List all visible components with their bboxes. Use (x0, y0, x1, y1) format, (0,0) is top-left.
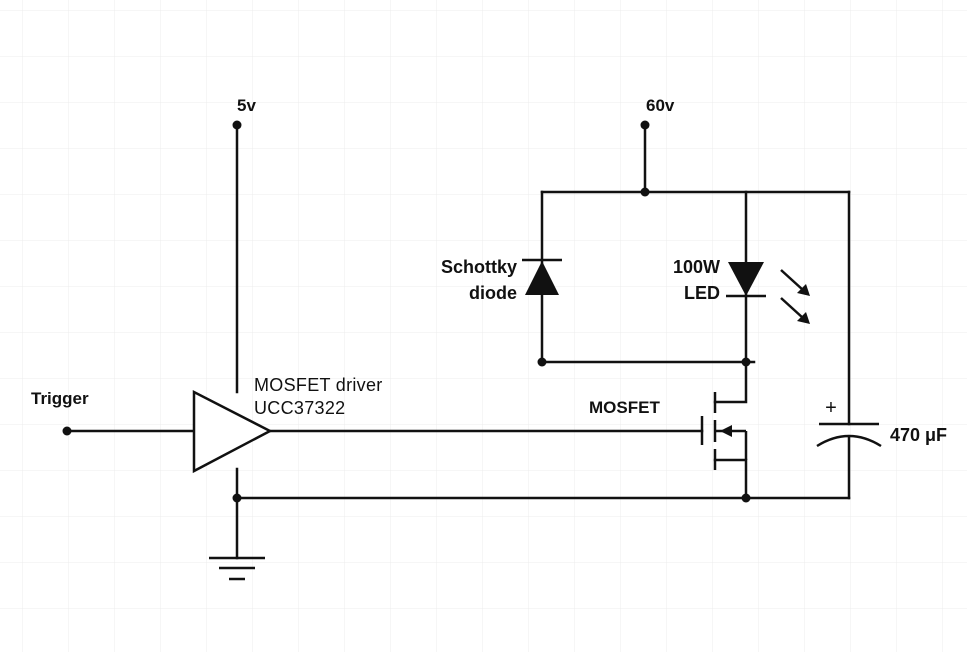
label-led-power: 100W (672, 257, 720, 277)
label-trigger: Trigger (31, 389, 89, 408)
light-arrow-icon (780, 269, 810, 324)
capacitor-icon (816, 422, 882, 448)
label-60v: 60v (646, 96, 675, 115)
junction-loop-right (741, 357, 751, 367)
label-schottky: Schottky (440, 257, 517, 277)
junction-ground-left (232, 493, 242, 503)
node-60v (640, 120, 650, 130)
junction-loop-left (537, 357, 547, 367)
label-mosfet: MOSFET (589, 398, 660, 417)
ground-icon (209, 556, 265, 581)
label-5v: 5v (237, 96, 256, 115)
junction-ground-right (741, 493, 751, 503)
label-schottky-diode: diode (469, 283, 517, 303)
node-trigger (62, 426, 72, 436)
label-capacitor-value: 470 μF (890, 425, 948, 445)
label-driver-part: UCC37322 (254, 398, 346, 418)
node-5v (232, 120, 242, 130)
diode-icon (522, 258, 562, 295)
mosfet-icon (700, 392, 748, 470)
label-driver-name: MOSFET driver (254, 375, 383, 395)
junction-top-bus (640, 187, 650, 197)
label-capacitor-polarity: + (825, 397, 837, 419)
label-led: LED (684, 283, 720, 303)
amplifier-icon (192, 389, 273, 474)
wire-drain (713, 360, 748, 404)
led-icon (726, 262, 766, 298)
